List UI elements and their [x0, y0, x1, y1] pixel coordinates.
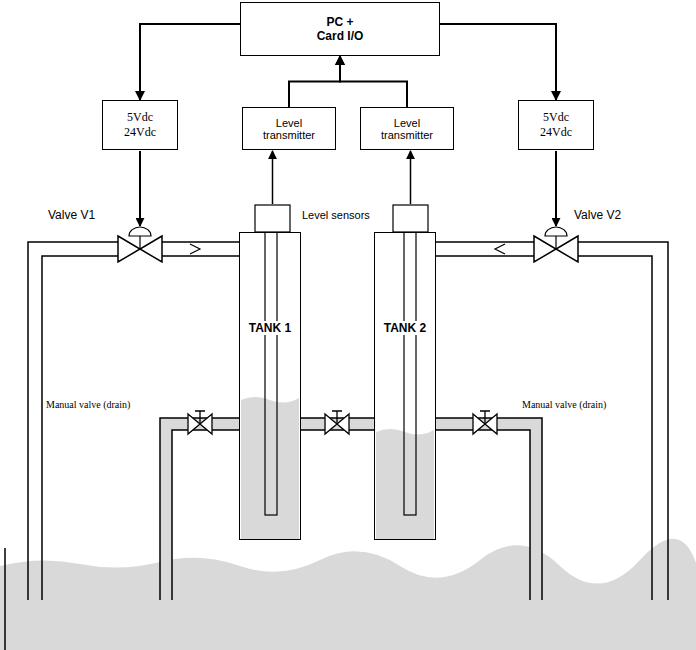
valve-label: Valve V2 [574, 208, 621, 222]
level-sensor [255, 205, 290, 232]
valve-stem [555, 236, 556, 249]
drain-pipe-water [160, 418, 240, 600]
signal-arrow [410, 151, 412, 204]
tank: TANK 2 [374, 232, 436, 540]
control-valve [118, 236, 162, 262]
valve-actuator [129, 227, 151, 236]
inlet-pipe [42, 256, 240, 600]
valve-handle [332, 411, 342, 424]
valve-actuator [545, 227, 567, 236]
box-text: PC + Card I/O [314, 15, 366, 43]
valve-label: Valve V1 [48, 208, 95, 222]
flow-arrow [190, 244, 200, 254]
drain-pipe [435, 430, 530, 600]
signal-arrow [272, 151, 274, 204]
valve-handle [195, 411, 205, 424]
box-text: Level transmitter [372, 117, 442, 141]
tank-water [376, 429, 434, 539]
inlet-pipe [435, 256, 652, 600]
signal-connector [440, 24, 556, 100]
tank: TANK 1 [239, 232, 301, 540]
sensor-rod [265, 232, 277, 515]
sensor-label: Level sensors [302, 209, 370, 221]
drain-pipe [160, 418, 240, 600]
command-arrow [555, 151, 557, 226]
level-sensor [393, 205, 428, 232]
power-interface-box: 5Vdc 24Vdc [518, 100, 594, 150]
drain-valve-label: Manual valve (drain) [522, 399, 606, 410]
signal-connector [140, 24, 240, 100]
reservoir-water [0, 539, 696, 650]
flow-arrow [495, 244, 505, 254]
power-interface-box: 5Vdc 24Vdc [102, 100, 178, 150]
drain-pipe [172, 430, 240, 600]
tank-name: TANK 1 [247, 321, 293, 335]
tank-water [241, 397, 299, 539]
reservoir-wall [4, 548, 6, 650]
transmitter-box: Level transmitter [242, 107, 336, 150]
box-text: 5Vdc 24Vdc [536, 110, 576, 140]
inlet-pipe [435, 242, 668, 600]
computer-box: PC + Card I/O [240, 2, 440, 56]
signal-connector [289, 56, 340, 107]
control-valve [534, 236, 578, 262]
valve-handle [480, 411, 490, 424]
tank-name: TANK 2 [382, 321, 428, 335]
box-text: Level transmitter [254, 117, 324, 141]
drain-valve-label: Manual valve (drain) [46, 399, 130, 410]
command-arrow [139, 151, 141, 226]
drain-pipe-water [435, 418, 542, 600]
sensor-rod [404, 232, 416, 515]
drain-pipe [435, 418, 542, 600]
box-text: 5Vdc 24Vdc [120, 110, 160, 140]
valve-stem [139, 236, 140, 249]
signal-connector [340, 56, 407, 107]
inlet-pipe [28, 242, 240, 600]
transmitter-box: Level transmitter [360, 107, 454, 150]
